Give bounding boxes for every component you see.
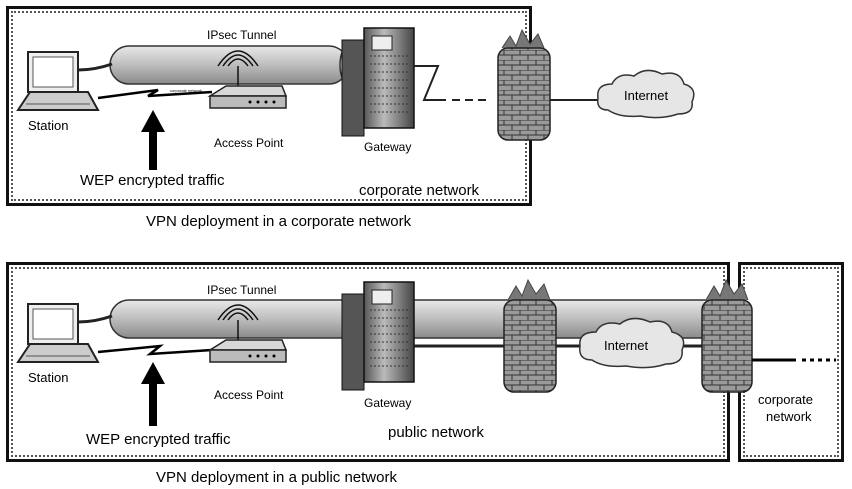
firewall-icon [701,278,753,393]
laptop-icon [16,51,100,111]
bottom-corporate-label-line1: corporate [758,392,813,407]
access-point-icon [207,339,288,363]
top-gateway-label: Gateway [364,140,412,154]
wep-arrow-icon [141,110,165,170]
bottom-zone-label: public network [388,424,484,441]
wep-arrow-icon [141,362,165,426]
bottom-tunnel-label: IPsec Tunnel [207,283,277,297]
top-wep-label: WEP encrypted traffic [80,172,225,189]
firewall-icon [497,28,551,141]
top-diagram: corporate network [16,27,695,170]
top-zone-label: corporate network [359,182,480,199]
bottom-station-label: Station [28,370,69,385]
internet-cloud-icon [596,69,695,119]
wireless-link-icon [97,88,213,100]
ap-small-text: corporate network [170,88,202,93]
access-point-icon [207,85,288,109]
top-internet-label: Internet [624,88,669,103]
top-ap-label: Access Point [214,136,284,150]
internet-cloud-icon [579,317,685,369]
gateway-icon [341,27,415,137]
bottom-diagram [16,278,836,426]
bottom-internet-label: Internet [604,338,649,353]
bottom-caption: VPN deployment in a public network [156,469,397,486]
top-tunnel-label: IPsec Tunnel [207,28,277,42]
bottom-gateway-label: Gateway [364,396,412,410]
wireless-link-icon [97,344,213,356]
top-station-label: Station [28,118,69,133]
antenna-signal-icon [217,304,259,340]
firewall-icon [503,278,557,393]
gateway-icon [341,281,415,391]
antenna-signal-icon [217,50,259,86]
bottom-corporate-label-line2: network [766,409,812,424]
bottom-wep-label: WEP encrypted traffic [86,431,231,448]
top-caption: VPN deployment in a corporate network [146,213,412,230]
laptop-icon [16,303,100,363]
bottom-ap-label: Access Point [214,388,284,402]
